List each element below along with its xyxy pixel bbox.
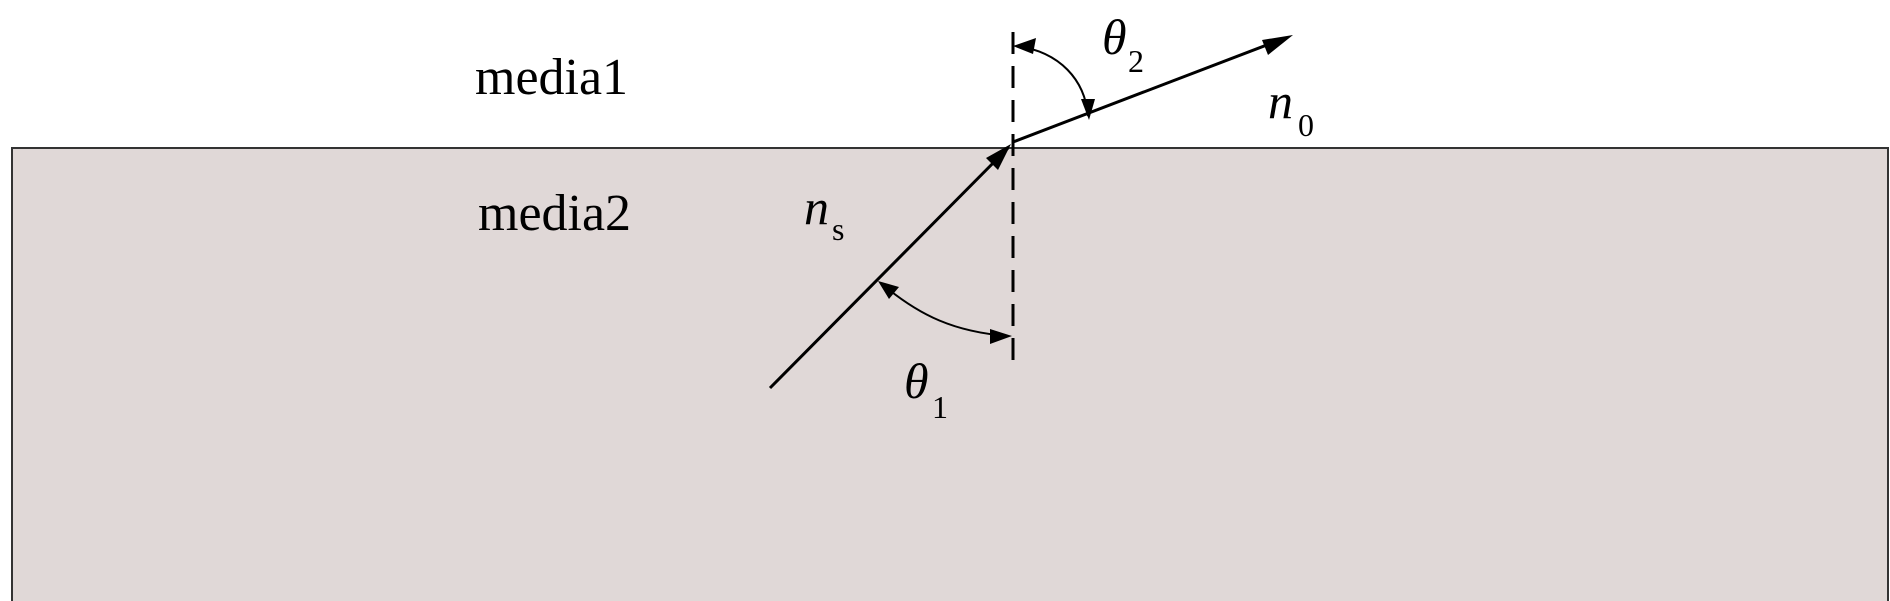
ns-subscript: s [832, 211, 844, 247]
theta2-subscript: 2 [1128, 43, 1144, 79]
theta2-symbol: θ [1102, 9, 1127, 65]
n0-symbol: n [1268, 73, 1293, 129]
ns-symbol: n [804, 179, 829, 235]
theta2-arc-arrowhead-bottom [1081, 99, 1095, 120]
theta1-symbol: θ [904, 353, 929, 409]
incident-ray [768, 146, 1010, 390]
n0-subscript: 0 [1298, 107, 1314, 143]
theta1-arc-arrowhead-left [878, 281, 899, 299]
medium-2-region [11, 147, 1889, 601]
media1-label: media1 [475, 49, 628, 106]
refracted-ray-arrowhead [1262, 35, 1293, 55]
refracted-ray [1012, 36, 1286, 144]
theta1-subscript: 1 [932, 389, 948, 425]
incident-ray-arrowhead [986, 144, 1011, 170]
theta2-arc-arrowhead-left [1013, 38, 1036, 54]
theta1-arc-arrowhead-right [990, 329, 1012, 344]
media2-label: media2 [478, 185, 631, 242]
theta2-angle-arc [1016, 45, 1089, 117]
